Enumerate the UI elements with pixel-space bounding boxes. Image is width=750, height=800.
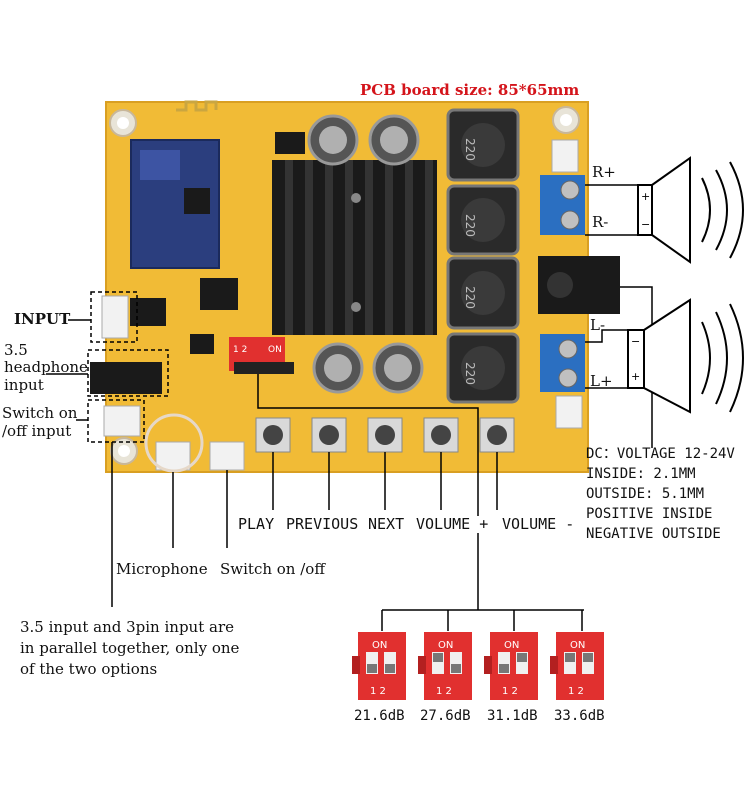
dip-switch-option-1 xyxy=(352,632,406,700)
dip-switch-option-3 xyxy=(484,632,538,700)
dip-on-label: ON xyxy=(504,640,519,651)
capacitor xyxy=(312,342,364,394)
dip-option-label-2: 27.6dB xyxy=(420,708,471,724)
inductor-marking: 220 xyxy=(463,362,477,385)
next-label: NEXT xyxy=(368,515,405,533)
previous-label: PREVIOUS xyxy=(286,515,359,533)
mounting-hole xyxy=(110,437,138,465)
note-line-3: of the two options xyxy=(20,660,158,678)
volume-plus-button xyxy=(423,417,459,453)
dip-pin-label: 1 2 xyxy=(436,686,452,697)
headphone-jack xyxy=(90,362,162,394)
dip-on-label: ON xyxy=(570,640,585,651)
ic-chip xyxy=(275,132,305,154)
microphone-connector xyxy=(155,441,191,471)
speaker-terminal-left xyxy=(540,334,585,392)
power-spec-line-4: POSITIVE INSIDE xyxy=(586,506,713,522)
svg-text:+: + xyxy=(631,370,640,383)
header-pins xyxy=(234,362,294,374)
board-dip-on: ON xyxy=(268,345,282,355)
mounting-hole xyxy=(552,106,580,134)
play-label: PLAY xyxy=(238,515,275,533)
volume-minus-label: VOLUME - xyxy=(502,515,575,533)
headphone-label-line-3: input xyxy=(4,376,44,394)
dip-on-label: ON xyxy=(438,640,453,651)
svg-text:−: − xyxy=(631,335,640,348)
connector xyxy=(551,139,579,173)
dip-pin-label: 1 2 xyxy=(370,686,386,697)
inductor xyxy=(446,256,520,330)
inductor-marking: 220 xyxy=(463,286,477,309)
microphone-label: Microphone xyxy=(116,560,208,578)
ic-chip xyxy=(190,334,214,354)
dip-option-label-1: 21.6dB xyxy=(354,708,405,724)
note-line-1: 3.5 input and 3pin input are xyxy=(20,618,234,636)
power-spec-line-5: NEGATIVE OUTSIDE xyxy=(586,526,721,542)
speaker-left-icon: − + xyxy=(627,298,744,414)
dip-pin-label: 1 2 xyxy=(568,686,584,697)
leader-lines xyxy=(46,184,653,631)
dip-switch-option-4 xyxy=(550,632,604,700)
regulator-chip xyxy=(200,278,238,310)
svg-text:+: + xyxy=(641,190,650,203)
speaker-terminal-right xyxy=(540,175,585,235)
board-size-title: PCB board size: 85*65mm xyxy=(360,81,580,99)
regulator-chip xyxy=(130,298,166,326)
l-minus-label: L- xyxy=(590,316,606,334)
power-spec-line-2: INSIDE: 2.1MM xyxy=(586,466,696,482)
r-plus-label: R+ xyxy=(592,163,616,181)
dip-option-label-3: 31.1dB xyxy=(487,708,538,724)
speaker-right-icon: + − xyxy=(637,156,744,264)
volume-minus-button xyxy=(479,417,515,453)
inductor xyxy=(446,108,520,182)
note-line-2: in parallel together, only one xyxy=(20,639,240,657)
dc-power-jack xyxy=(538,256,620,314)
microphone-ring xyxy=(144,413,204,473)
power-spec-line-1: DC：VOLTAGE 12-24V xyxy=(586,446,735,462)
power-spec-line-3: OUTSIDE: 5.1MM xyxy=(586,486,705,502)
next-button xyxy=(367,417,403,453)
dip-switch-option-2 xyxy=(418,632,472,700)
switch-on-off-connector xyxy=(209,441,245,471)
dip-on-label: ON xyxy=(372,640,387,651)
switch-input-label-line-1: Switch on xyxy=(2,404,78,422)
switch-connector xyxy=(103,405,141,437)
dip-option-label-4: 33.6dB xyxy=(554,708,605,724)
previous-button xyxy=(311,417,347,453)
connector xyxy=(555,395,583,429)
mounting-hole xyxy=(109,109,137,137)
inductor xyxy=(446,184,520,256)
switch-input-label-line-2: /off input xyxy=(2,422,72,440)
input-label: INPUT xyxy=(14,310,71,328)
input-highlight-box xyxy=(90,291,138,343)
l-plus-label: L+ xyxy=(590,372,613,390)
inductor-marking: 220 xyxy=(463,214,477,237)
capacitor xyxy=(368,114,420,166)
headphone-label-line-1: 3.5 xyxy=(4,341,28,359)
heatsink xyxy=(272,160,437,335)
volume-plus-label: VOLUME + xyxy=(416,515,489,533)
r-minus-label: R- xyxy=(592,213,609,231)
bluetooth-module xyxy=(130,100,220,269)
switch-on-off-label: Switch on /off xyxy=(220,560,325,578)
capacitor xyxy=(307,114,359,166)
inductor-marking: 220 xyxy=(463,138,477,161)
dip-pin-label: 1 2 xyxy=(502,686,518,697)
svg-text:−: − xyxy=(641,218,650,231)
play-button xyxy=(255,417,291,453)
inductor xyxy=(446,332,520,404)
capacitor xyxy=(372,342,424,394)
headphone-label-line-2: headphone xyxy=(4,358,88,376)
switch-highlight-box xyxy=(87,399,145,443)
input-connector xyxy=(101,295,129,339)
board-dip-marks: 1 2 xyxy=(233,345,247,355)
